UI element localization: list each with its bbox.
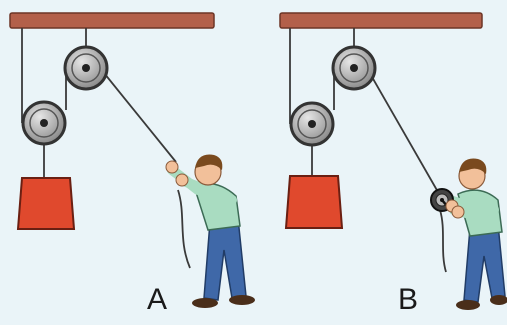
rope-a	[21, 28, 191, 269]
scene-label-b: B	[398, 283, 419, 316]
movable-pulley-a	[21, 100, 67, 146]
ceiling-beam-a	[9, 12, 215, 29]
fixed-pulley-b	[331, 45, 377, 91]
load-a	[16, 177, 76, 230]
scene-b	[279, 12, 507, 310]
movable-pulley-b	[289, 101, 335, 147]
load-b	[284, 175, 344, 229]
fixed-pulley-a	[63, 45, 109, 91]
ceiling-beam-b	[279, 12, 483, 29]
person-a	[165, 154, 255, 308]
person-b	[430, 158, 507, 310]
scene-a	[9, 12, 255, 308]
scene-label-a: A	[147, 283, 168, 316]
rope-b	[289, 28, 447, 273]
